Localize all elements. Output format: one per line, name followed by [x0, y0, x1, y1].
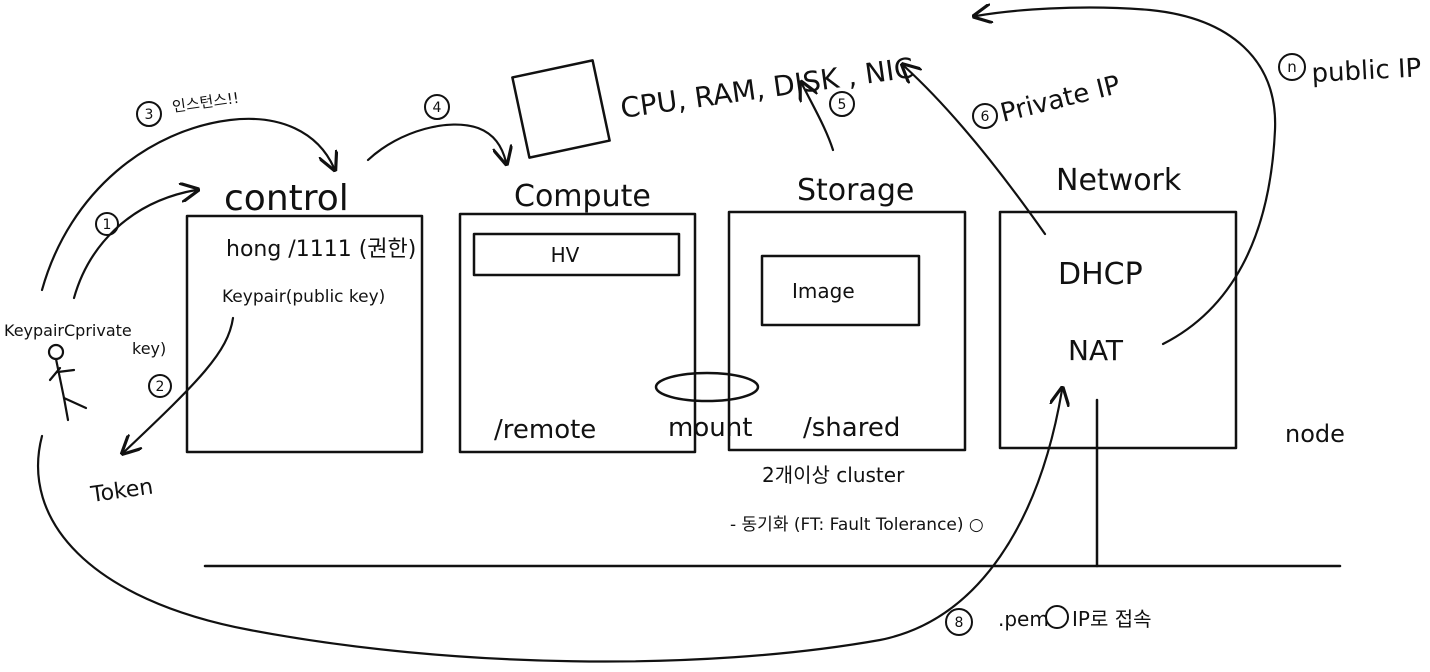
- private-ip-label: Private IP: [997, 70, 1123, 129]
- image-label: Image: [792, 279, 855, 303]
- step-9-badge: [1045, 605, 1069, 629]
- svg-text:8: 8: [955, 615, 964, 631]
- compute-box: [458, 212, 697, 454]
- instance-label: 인스턴스!!: [171, 89, 240, 116]
- svg-text:n: n: [1287, 58, 1297, 76]
- arrow-step-4: [366, 123, 506, 162]
- mount-label: mount: [668, 413, 752, 443]
- image-box: [760, 254, 921, 327]
- storage-box: [727, 210, 967, 452]
- svg-text:6: 6: [981, 109, 990, 125]
- cluster-label: 2개이상 cluster: [762, 463, 905, 487]
- control-keypair-text: Keypair(public key): [222, 287, 385, 307]
- arrow-step-7: [976, 8, 1277, 346]
- control-user-text: hong /1111 (권한): [226, 237, 416, 262]
- ip-connect-label: IP로 접속: [1072, 607, 1152, 631]
- shared-path-label: /shared: [803, 413, 900, 443]
- arrow-step-2: [124, 316, 235, 452]
- step-7-badge: n: [1278, 53, 1306, 81]
- arrow-step-6: [904, 66, 1047, 236]
- svg-text:1: 1: [103, 217, 112, 233]
- public-ip-label: public IP: [1311, 53, 1422, 89]
- arrow-step-1: [72, 190, 196, 300]
- remote-path-label: /remote: [494, 415, 596, 445]
- svg-text:3: 3: [145, 107, 154, 123]
- step-4-badge: 4: [424, 94, 450, 120]
- step-3-badge: 3: [136, 101, 162, 127]
- svg-text:4: 4: [433, 100, 442, 116]
- sync-label: - 동기화 (FT: Fault Tolerance) ○: [730, 515, 984, 535]
- user-keypair-line2: key): [132, 339, 166, 358]
- hypervisor-label: HV: [551, 243, 580, 267]
- network-title: Network: [1056, 163, 1182, 198]
- arrow-step-5: [802, 84, 835, 152]
- user-keypair-line1: KeypairCprivate: [4, 321, 132, 340]
- mount-ellipse: [654, 371, 760, 403]
- svg-text:5: 5: [838, 97, 847, 113]
- pem-label: .pem: [998, 607, 1049, 631]
- svg-text:2: 2: [156, 379, 165, 395]
- step-6-badge: 6: [972, 103, 998, 129]
- user-stick-figure: [47, 343, 88, 422]
- step-1-badge: 1: [95, 212, 119, 236]
- step-8-badge: 8: [945, 608, 973, 636]
- step-2-badge: 2: [148, 374, 172, 398]
- hypervisor-box: [472, 232, 681, 277]
- nat-label: NAT: [1068, 334, 1124, 367]
- instance-square: [511, 59, 611, 159]
- dhcp-label: DHCP: [1058, 257, 1143, 292]
- token-label: Token: [88, 474, 154, 508]
- resources-label: CPU, RAM, DISK , NIC: [618, 51, 915, 125]
- control-title: control: [224, 178, 349, 219]
- step-5-badge: 5: [829, 91, 855, 117]
- compute-title: Compute: [514, 179, 651, 214]
- arrow-step-8: [37, 390, 1062, 663]
- node-label: node: [1285, 420, 1345, 448]
- network-box: [998, 210, 1238, 450]
- control-box: [185, 214, 424, 454]
- storage-title: Storage: [797, 173, 914, 208]
- arrow-step-3: [40, 117, 334, 292]
